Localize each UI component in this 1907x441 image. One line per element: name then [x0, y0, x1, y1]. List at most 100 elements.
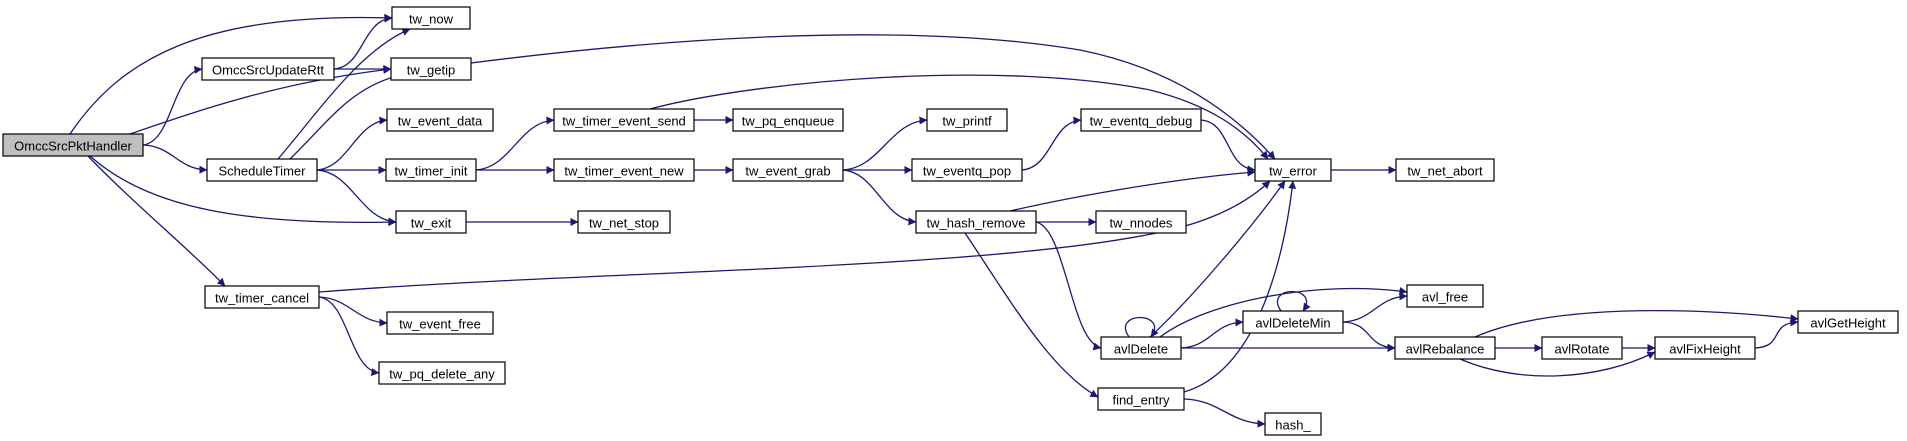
edge-avlrebalance-to-avlfixheight — [1459, 351, 1656, 377]
node-label: tw_timer_event_send — [562, 114, 686, 129]
node-label: tw_printf — [942, 114, 992, 129]
node-tw-pq-delete-any[interactable]: tw_pq_delete_any — [378, 361, 506, 385]
node-box — [378, 361, 506, 385]
node-box — [1254, 158, 1332, 182]
node-box — [201, 57, 335, 81]
edge-tw-hash-remove-to-find-entry — [964, 232, 1099, 398]
edge-avldeletemin-to-avlrebalance — [1342, 321, 1396, 352]
node-hash[interactable]: hash_ — [1264, 412, 1322, 436]
edge-tw-eventq-debug-to-tw-error — [1200, 119, 1256, 174]
edge-avlfixheight-to-avlgetheight — [1754, 318, 1799, 349]
node-tw-timer-cancel[interactable]: tw_timer_cancel — [204, 285, 320, 309]
node-omccsrcupdatertt[interactable]: OmccSrcUpdateRtt — [201, 57, 335, 81]
edge-avldelete-to-avldelete — [1124, 316, 1159, 338]
node-box — [206, 158, 318, 182]
node-box — [391, 6, 471, 30]
node-scheduletimer[interactable]: ScheduleTimer — [206, 158, 318, 182]
node-label: tw_event_data — [398, 114, 483, 129]
node-tw-pq-enqueue[interactable]: tw_pq_enqueue — [732, 108, 844, 132]
node-tw-now[interactable]: tw_now — [391, 6, 471, 30]
node-box — [1100, 336, 1182, 360]
node-label: tw_eventq_debug — [1090, 114, 1193, 129]
node-avldelete[interactable]: avlDelete — [1100, 336, 1182, 360]
node-avlrotate[interactable]: avlRotate — [1541, 336, 1623, 360]
node-label: find_entry — [1112, 393, 1170, 408]
node-box — [1394, 336, 1496, 360]
node-label: OmccSrcPktHandler — [14, 139, 132, 154]
edge-tw-getip-to-tw-error — [470, 34, 1276, 160]
node-box — [1395, 158, 1495, 182]
edge-tw-hash-remove-to-avldelete — [1035, 221, 1102, 351]
edge-find-entry-to-tw-error — [1183, 180, 1297, 393]
node-label: tw_net_stop — [589, 216, 659, 231]
node-tw-getip[interactable]: tw_getip — [390, 57, 472, 81]
edge-omccsrcpkthandler-to-tw-timer-cancel — [87, 155, 226, 287]
node-tw-printf[interactable]: tw_printf — [926, 108, 1008, 132]
node-label: tw_pq_enqueue — [742, 114, 835, 129]
node-avlrebalance[interactable]: avlRebalance — [1394, 336, 1496, 360]
node-label: tw_error — [1269, 164, 1317, 179]
node-tw-exit[interactable]: tw_exit — [395, 210, 467, 234]
node-box — [732, 158, 844, 182]
node-box — [577, 210, 671, 234]
node-tw-timer-init[interactable]: tw_timer_init — [385, 158, 477, 182]
node-tw-hash-remove[interactable]: tw_hash_remove — [915, 210, 1037, 234]
node-tw-timer-event-new[interactable]: tw_timer_event_new — [553, 158, 695, 182]
node-tw-event-data[interactable]: tw_event_data — [386, 108, 494, 132]
edge-avldeletemin-to-avldeletemin — [1276, 290, 1311, 312]
node-box — [926, 108, 1008, 132]
node-avl-free[interactable]: avl_free — [1406, 284, 1484, 308]
node-label: ScheduleTimer — [219, 164, 307, 179]
edge-scheduletimer-to-tw-now — [277, 28, 411, 160]
node-tw-eventq-pop[interactable]: tw_eventq_pop — [911, 158, 1023, 182]
node-find-entry[interactable]: find_entry — [1097, 387, 1185, 411]
edge-avldelete-to-avldeletemin — [1180, 318, 1244, 349]
node-box — [1080, 108, 1202, 132]
node-label: tw_exit — [411, 216, 452, 231]
node-box — [386, 311, 494, 335]
node-tw-nnodes[interactable]: tw_nnodes — [1095, 210, 1187, 234]
edge-tw-timer-event-send-to-tw-error — [649, 74, 1269, 160]
node-box — [915, 210, 1037, 234]
edge-tw-event-grab-to-tw-hash-remove — [842, 169, 917, 226]
edge-find-entry-to-hash — [1183, 398, 1266, 428]
edge-tw-eventq-pop-to-tw-eventq-debug — [1021, 116, 1082, 171]
node-tw-timer-event-send[interactable]: tw_timer_event_send — [553, 108, 695, 132]
node-tw-eventq-debug[interactable]: tw_eventq_debug — [1080, 108, 1202, 132]
edge-omccsrcpkthandler-to-scheduletimer — [142, 144, 208, 174]
node-tw-net-stop[interactable]: tw_net_stop — [577, 210, 671, 234]
edge-scheduletimer-to-tw-getip — [289, 73, 401, 160]
edge-avlrebalance-to-avlgetheight — [1474, 309, 1799, 338]
edge-avldelete-to-avl-free — [1159, 287, 1408, 338]
node-avlgetheight[interactable]: avlGetHeight — [1797, 310, 1899, 334]
node-label: tw_timer_init — [395, 164, 468, 179]
node-box — [1097, 387, 1185, 411]
node-layer: OmccSrcPktHandler OmccSrcUpdateRttSchedul… — [2, 6, 1899, 436]
edge-scheduletimer-to-tw-exit — [316, 169, 397, 226]
node-label: avlRebalance — [1406, 342, 1485, 357]
edge-tw-event-grab-to-tw-printf — [842, 116, 928, 171]
node-avldeletemin[interactable]: avlDeleteMin — [1242, 310, 1344, 334]
node-tw-event-grab[interactable]: tw_event_grab — [732, 158, 844, 182]
node-avlfixheight[interactable]: avlFixHeight — [1654, 336, 1756, 360]
node-label: avlRotate — [1555, 342, 1610, 357]
node-tw-event-free[interactable]: tw_event_free — [386, 311, 494, 335]
node-omccsrcpkthandler[interactable]: OmccSrcPktHandler — [2, 133, 144, 157]
edge-avldeletemin-to-avl-free — [1342, 292, 1408, 323]
edge-tw-timer-init-to-tw-timer-event-send — [475, 116, 555, 171]
node-label: avlFixHeight — [1669, 342, 1741, 357]
node-tw-net-abort[interactable]: tw_net_abort — [1395, 158, 1495, 182]
node-label: avl_free — [1422, 290, 1468, 305]
edge-tw-timer-cancel-to-tw-error — [318, 180, 1271, 293]
node-tw-error[interactable]: tw_error — [1254, 158, 1332, 182]
edge-scheduletimer-to-tw-event-data — [316, 116, 388, 171]
node-box — [385, 158, 477, 182]
edge-avldelete-to-tw-error — [1149, 180, 1286, 338]
node-label: tw_getip — [407, 63, 455, 78]
node-label: tw_hash_remove — [927, 216, 1026, 231]
node-box — [395, 210, 467, 234]
node-label: tw_event_grab — [745, 164, 830, 179]
node-label: avlDelete — [1114, 342, 1168, 357]
node-box — [553, 158, 695, 182]
